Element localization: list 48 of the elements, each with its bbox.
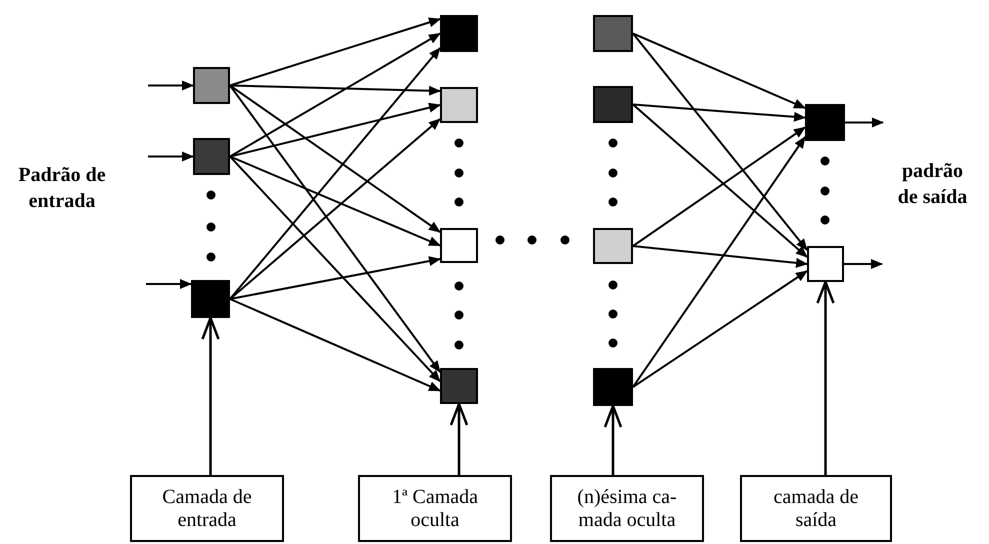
arrow: [632, 270, 808, 388]
side-label: padrão de saída: [896, 159, 968, 210]
leader-arrow: [604, 404, 622, 475]
neuron-square: [805, 104, 845, 141]
arrow: [230, 298, 441, 392]
leader-arrow: [201, 316, 220, 475]
arrow: [632, 32, 808, 251]
arrow: [230, 18, 441, 86]
leader-arrow: [450, 402, 468, 475]
neuron-square: [593, 15, 633, 52]
layer-label-box: (n)ésima ca-mada oculta: [550, 475, 704, 542]
arrow: [845, 118, 884, 128]
layer-label-box: Camada de entrada: [130, 475, 284, 542]
arrow: [148, 152, 194, 162]
arrow: [229, 156, 441, 382]
layer-label-box: 1ª Camada oculta: [358, 475, 512, 542]
arrow: [229, 84, 441, 233]
arrow: [230, 156, 441, 246]
arrow: [632, 136, 806, 388]
arrow: [230, 256, 441, 300]
neuron-square: [593, 228, 633, 264]
neuron-square: [193, 138, 230, 175]
arrow: [230, 32, 441, 158]
neuron-square: [440, 368, 478, 404]
neuron-square: [440, 87, 478, 123]
arrow: [230, 102, 441, 158]
arrow: [148, 80, 194, 90]
arrow: [146, 279, 192, 289]
arrow: [632, 32, 806, 109]
arrow: [632, 104, 808, 258]
neuron-square: [440, 15, 478, 52]
neuron-square: [193, 67, 230, 104]
neuron-square: [191, 280, 230, 318]
arrow: [844, 259, 883, 269]
arrow: [632, 104, 806, 122]
arrow: [632, 245, 808, 268]
arrow: [230, 84, 441, 96]
layer-label-box: camada de saída: [740, 475, 892, 542]
arrow: [229, 47, 441, 300]
leader-arrow: [816, 280, 835, 475]
arrow: [229, 118, 441, 300]
neuron-square: [593, 368, 633, 406]
arrow: [229, 84, 441, 373]
neuron-square: [440, 228, 478, 263]
side-label: Padrão de entrada: [17, 163, 107, 214]
arrow: [632, 126, 806, 247]
neuron-square: [807, 246, 844, 282]
neuron-square: [593, 86, 633, 123]
